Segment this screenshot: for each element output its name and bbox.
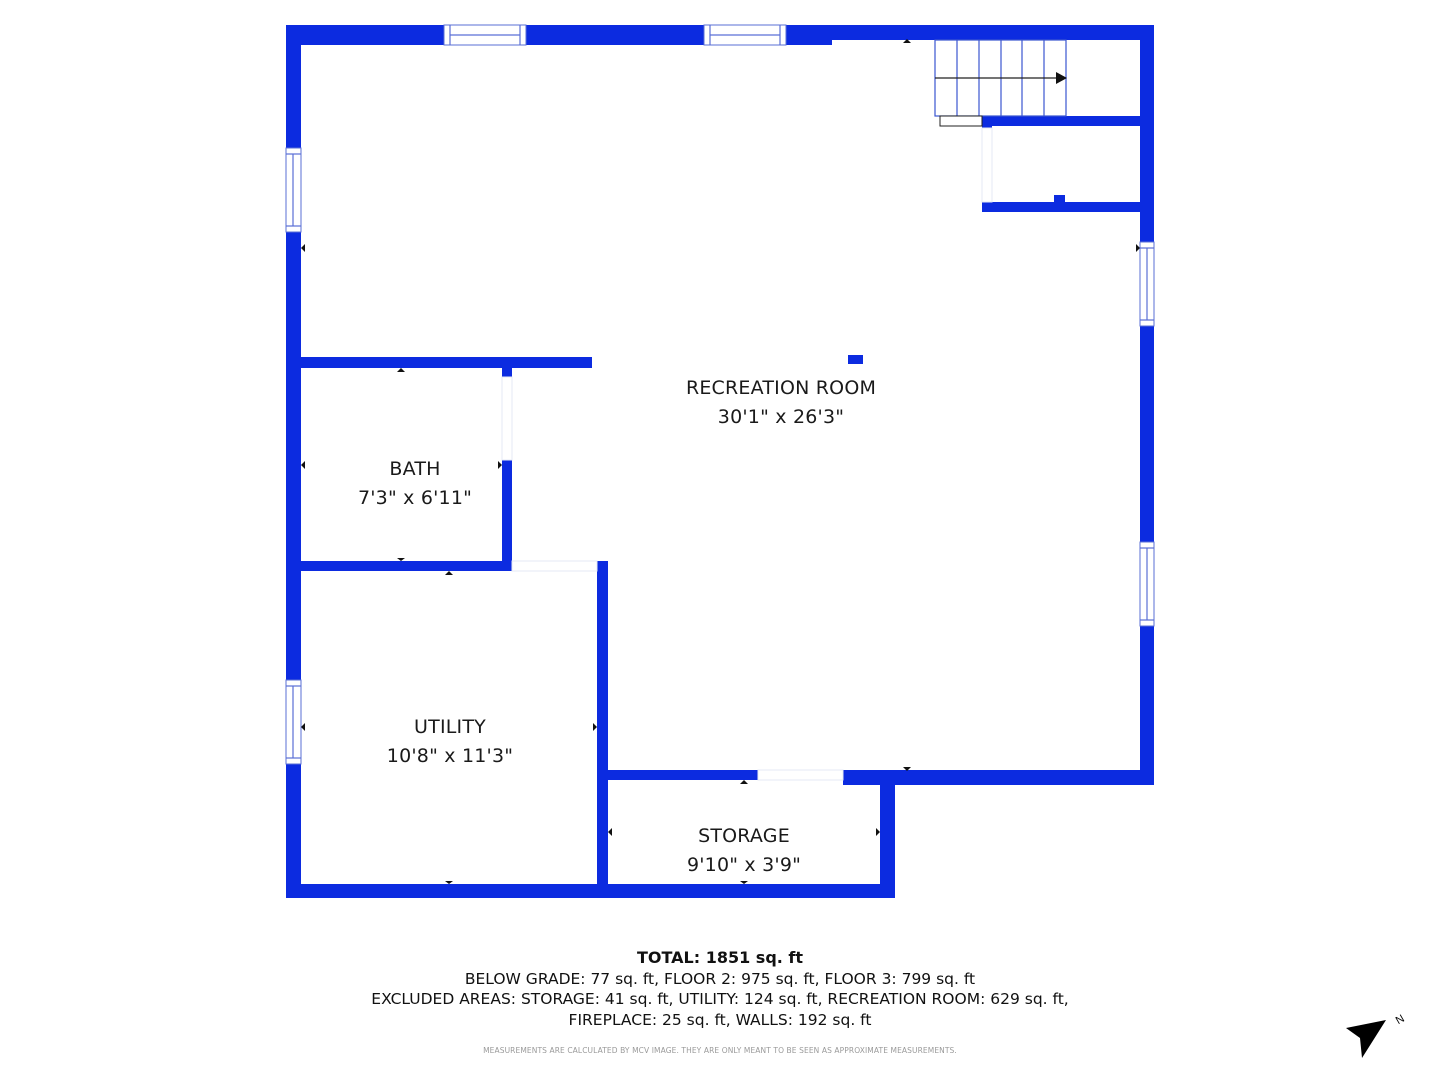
interior-walls [301, 116, 1140, 884]
total-area: TOTAL: 1851 sq. ft [636, 948, 804, 967]
north-arrow-icon: N [1346, 1013, 1407, 1058]
room-dimensions: 9'10" x 3'9" [686, 854, 802, 876]
room-name: BATH [389, 458, 441, 480]
north-label: N [1394, 1013, 1407, 1027]
room-dimensions: 7'3" x 6'11" [357, 487, 473, 509]
room-name: UTILITY [414, 716, 486, 738]
windows [285, 24, 1155, 765]
dimension-markers [301, 39, 1140, 884]
room-label-recreation-room: RECREATION ROOM 30'1" x 26'3" [686, 374, 876, 432]
excluded-areas-line-1: EXCLUDED AREAS: STORAGE: 41 sq. ft, UTIL… [371, 990, 1069, 1008]
room-label-utility: UTILITY 10'8" x 11'3" [387, 713, 513, 771]
staircase [934, 39, 1067, 127]
room-dimensions: 30'1" x 26'3" [717, 406, 845, 428]
room-name: STORAGE [698, 825, 790, 847]
measurement-disclaimer: MEASUREMENTS ARE CALCULATED BY MCV IMAGE… [483, 1046, 957, 1055]
room-dimensions: 10'8" x 11'3" [386, 745, 514, 767]
room-label-bath: BATH 7'3" x 6'11" [358, 455, 472, 513]
excluded-areas-line-2: FIREPLACE: 25 sq. ft, WALLS: 192 sq. ft [568, 1010, 872, 1029]
area-summary: TOTAL: 1851 sq. ft BELOW GRADE: 77 sq. f… [0, 948, 1440, 1030]
floor-areas: BELOW GRADE: 77 sq. ft, FLOOR 2: 975 sq.… [464, 969, 976, 988]
room-name: RECREATION ROOM [685, 377, 877, 399]
room-label-storage: STORAGE 9'10" x 3'9" [687, 822, 801, 880]
stair-direction-arrow-icon [1056, 72, 1067, 84]
door-openings [501, 127, 993, 781]
